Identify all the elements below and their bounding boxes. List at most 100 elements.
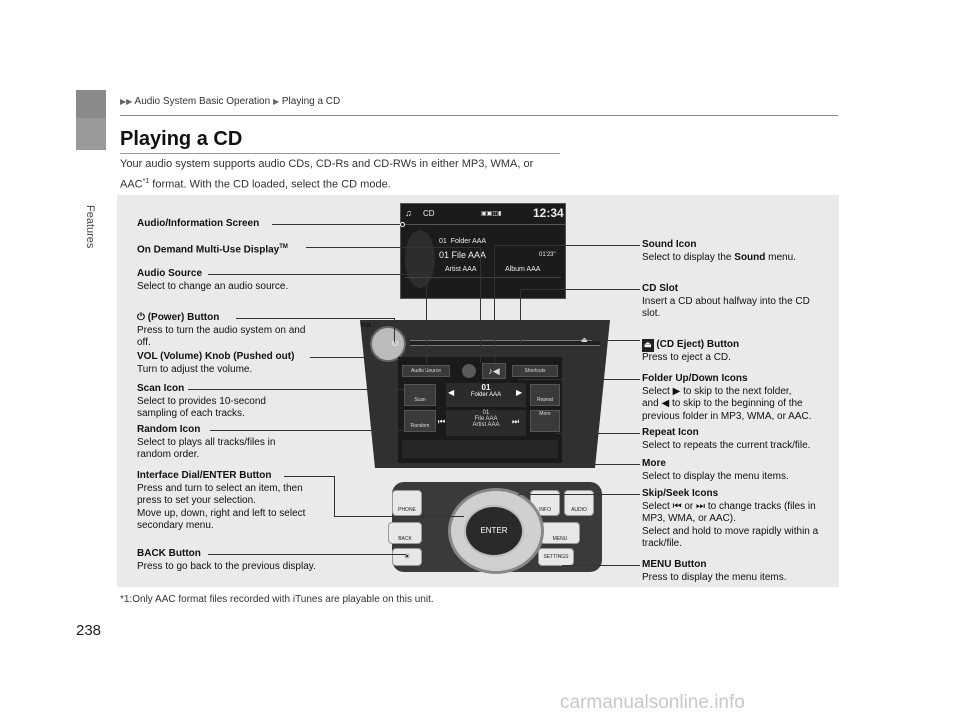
file-name: 01 File AAA	[439, 250, 487, 260]
page-title: Playing a CD	[120, 128, 243, 150]
leader-line	[188, 389, 404, 390]
footnote-ref: *1	[142, 178, 150, 185]
eject-button[interactable]: ⏏	[581, 337, 588, 344]
status-icons: ▣▣◫▮	[481, 211, 502, 217]
home-button[interactable]	[462, 364, 476, 378]
folder-name: Folder AAA	[450, 238, 487, 245]
leader-line	[520, 289, 640, 290]
leader-line	[306, 247, 480, 248]
header-divider	[120, 115, 838, 116]
screen-divider	[401, 224, 565, 225]
folder-down-icon: ◀	[661, 398, 670, 409]
eject-icon: ⏏	[642, 339, 654, 352]
cd-slot[interactable]	[410, 340, 600, 346]
leader-line	[236, 318, 394, 319]
page-number: 238	[76, 622, 102, 639]
leader-line	[546, 464, 640, 465]
file-display: 01 File AAA Artist AAA	[446, 410, 526, 436]
phone-button[interactable]: PHONE	[392, 490, 422, 516]
folder-down-icon[interactable]: ◀	[448, 388, 455, 397]
leader-line	[284, 476, 334, 477]
album-name: Album AAA	[505, 266, 541, 273]
leader-line	[310, 357, 374, 358]
intro-line-2: AAC*1 format. With the CD loaded, select…	[120, 178, 391, 191]
leader-line	[272, 224, 402, 225]
breadcrumb-part-1: Audio System Basic Operation	[134, 96, 271, 107]
leader-line	[518, 494, 640, 495]
leader-line	[518, 379, 640, 380]
callout-on-demand-display: On Demand Multi-Use DisplayTM	[137, 244, 288, 256]
file-number: 01	[482, 410, 490, 416]
folder-number: 01	[481, 383, 491, 392]
skip-back-icon[interactable]: ⏮	[438, 417, 446, 426]
day-night-button[interactable]: ☀	[392, 548, 422, 566]
intro-line-1: Your audio system supports audio CDs, CD…	[120, 158, 534, 170]
section-label: Features	[84, 205, 96, 249]
leader-line	[208, 274, 426, 275]
screen-divider-2	[405, 277, 561, 278]
screen-clock: 12:34	[533, 206, 564, 220]
leader-line	[520, 289, 521, 343]
leader-line	[494, 245, 495, 363]
back-button[interactable]: BACK	[388, 522, 422, 544]
skip-back-icon: ⏮	[672, 500, 682, 512]
watermark: carmanualsonline.info	[560, 692, 745, 713]
track-number: 01	[439, 238, 447, 245]
file-label: File AAA	[474, 416, 498, 422]
leader-dot	[400, 222, 405, 227]
leader-line	[334, 476, 335, 516]
power-button[interactable]: ⏻	[392, 339, 399, 348]
vol-label: VOL	[360, 323, 373, 329]
more-button[interactable]: More	[530, 410, 560, 432]
leader-line	[208, 554, 406, 555]
footnote: *1:Only AAC format files recorded with i…	[120, 594, 434, 605]
vol-knob[interactable]	[370, 326, 406, 362]
artist-name: Artist AAA	[445, 266, 477, 273]
sound-icon[interactable]: ♪◀	[482, 363, 506, 379]
file-artist: Artist AAA	[472, 422, 500, 428]
breadcrumb-arrow-icon: ▶▶	[120, 97, 133, 106]
breadcrumb-part-2: Playing a CD	[281, 96, 341, 107]
settings-button[interactable]: SETTINGS	[538, 548, 574, 566]
screen-mode: CD	[423, 209, 435, 218]
callout-vol-knob: VOL (Volume) Knob (Pushed out)Turn to ad…	[137, 351, 295, 375]
breadcrumb: ▶▶ Audio System Basic Operation ▶ Playin…	[120, 96, 340, 107]
folder-label: Folder AAA	[470, 392, 502, 398]
shortcuts-button[interactable]: Shortcuts	[512, 365, 558, 377]
audio-information-screen: ♫ CD 12:34 ▣▣◫▮ 01 Folder AAA 01 File AA…	[400, 203, 566, 299]
leader-line	[562, 565, 640, 566]
touch-bottom-row	[402, 440, 558, 458]
folder-display: 01 Folder AAA	[446, 383, 526, 407]
skip-forward-icon: ⏭	[696, 500, 706, 512]
random-icon[interactable]: Random	[404, 410, 436, 432]
leader-line	[426, 274, 427, 370]
breadcrumb-arrow-icon: ▶	[272, 97, 280, 106]
section-tab-active	[76, 118, 106, 150]
leader-line	[592, 340, 640, 341]
leader-line	[394, 318, 395, 342]
scan-icon[interactable]: Scan	[404, 384, 436, 406]
menu-button[interactable]: MENU	[540, 522, 580, 544]
track-time: 01'23"	[539, 252, 556, 258]
intro-paragraph: Your audio system supports audio CDs, CD…	[120, 156, 570, 194]
title-divider	[120, 153, 560, 154]
repeat-icon[interactable]: Repeat	[530, 384, 560, 406]
callout-audio-info-screen: Audio/Information Screen	[137, 218, 260, 229]
enter-button[interactable]: ENTER	[464, 505, 524, 557]
folder-up-icon[interactable]: ▶	[516, 388, 523, 397]
skip-forward-icon[interactable]: ⏭	[512, 417, 520, 426]
